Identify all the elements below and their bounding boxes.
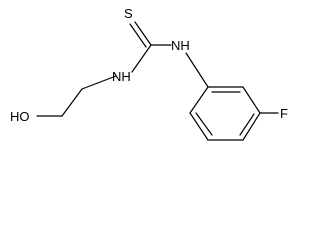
benzene-ring — [189, 86, 261, 141]
nh-left-chain-bond — [81, 75, 117, 90]
thiocarbonyl-bond-2 — [129, 23, 147, 48]
nh-left-label: NH — [112, 69, 131, 84]
fluorine-label: F — [280, 106, 288, 121]
ethylene-bond — [61, 88, 83, 117]
carbon-nh-left-bond — [131, 44, 152, 73]
nh-right-label: NH — [171, 38, 190, 53]
structure-diagram: S NH NH HO F — [10, 6, 288, 141]
sulfur-label: S — [124, 6, 133, 21]
hydroxyl-label: HO — [10, 109, 30, 124]
thiocarbonyl-bond-1 — [134, 21, 152, 46]
nh-right-aryl-bond — [185, 52, 209, 88]
